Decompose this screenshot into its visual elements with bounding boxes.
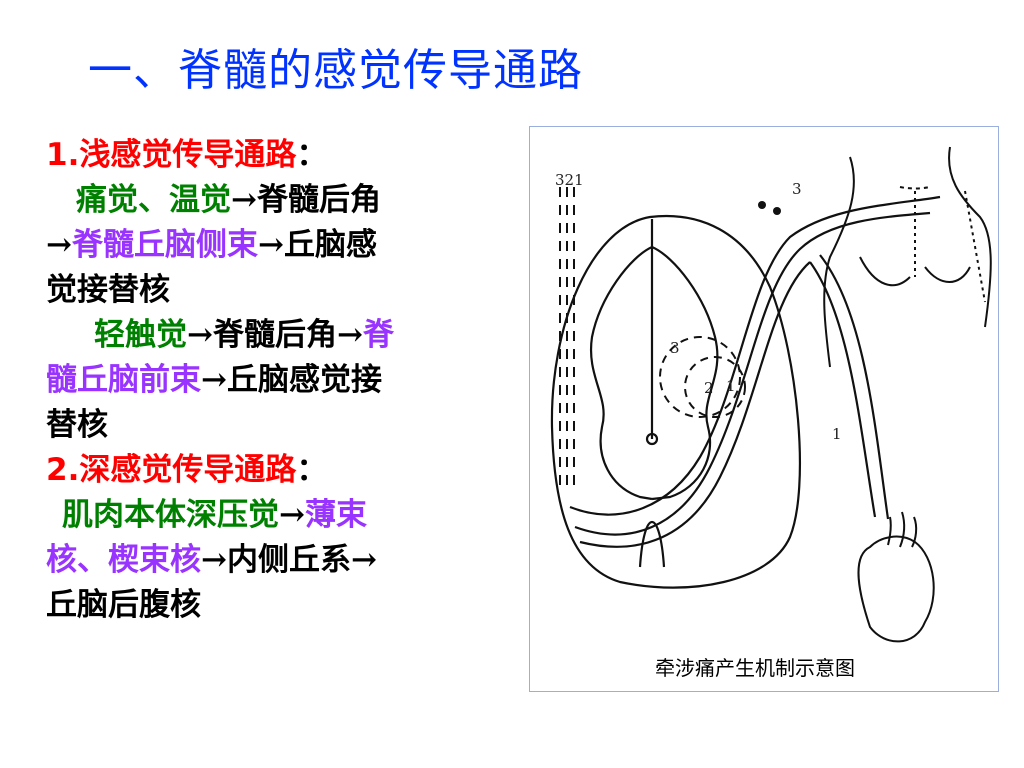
arrow: → bbox=[257, 227, 284, 263]
dorsal-horn-label: 脊髓后角 bbox=[212, 317, 337, 353]
gracile-label: 薄束 bbox=[304, 497, 367, 533]
circle-label-1: 1 bbox=[726, 377, 736, 395]
convergence-circle-2 bbox=[684, 356, 746, 418]
central-canal bbox=[645, 432, 659, 446]
fiber-numbers-label: 321 bbox=[555, 171, 584, 189]
deep-pressure-label: 肌肉本体深压觉 bbox=[62, 497, 279, 533]
heading-colon: ： bbox=[296, 137, 328, 173]
arrow: → bbox=[336, 317, 363, 353]
spinal-cord-diagram bbox=[550, 146, 992, 643]
grey-matter-right bbox=[651, 245, 719, 501]
deep-pressure-line: 肌肉本体深压觉→薄束 bbox=[46, 493, 506, 538]
grey-matter-left bbox=[589, 245, 653, 501]
skin-fiber-label: 3 bbox=[792, 180, 802, 198]
nerve-fibers bbox=[569, 195, 941, 548]
arrow: → bbox=[279, 497, 305, 533]
arrow: → bbox=[231, 182, 257, 218]
light-touch-line: 轻触觉→脊髓后角→脊 bbox=[46, 313, 506, 358]
superficial-heading: 1.浅感觉传导通路 bbox=[46, 137, 297, 173]
spinal-cord-outline bbox=[550, 214, 802, 589]
medial-lemniscus-label: 内侧丘系 bbox=[226, 542, 351, 578]
heading-colon: ： bbox=[296, 452, 328, 488]
pathway-text: 1.浅感觉传导通路： 痛觉、温觉→脊髓后角 →脊髓丘脑侧束→丘脑感 觉接替核 轻… bbox=[46, 133, 506, 628]
arrow: → bbox=[187, 317, 213, 353]
circle-label-3: 3 bbox=[670, 339, 680, 357]
arrow: → bbox=[201, 362, 227, 398]
arrow: → bbox=[46, 227, 72, 263]
anterior-spinothalamic-tract: 髓丘脑前束 bbox=[46, 362, 201, 398]
anterior-tract-line: 髓丘脑前束→丘脑感觉接 bbox=[46, 358, 506, 403]
convergence-circle bbox=[659, 336, 741, 418]
thalamus-sensory-label: 丘脑感觉接 bbox=[226, 362, 382, 398]
skin-receptors bbox=[758, 201, 781, 215]
thalamus-sensory-label: 丘脑感 bbox=[283, 227, 377, 263]
pain-temp-line: 痛觉、温觉→脊髓后角 bbox=[46, 178, 506, 223]
relay-nucleus-line-2: 替核 bbox=[46, 403, 506, 448]
dorsal-horn-label: 脊髓后角 bbox=[256, 182, 381, 218]
relay-nucleus-label: 替核 bbox=[46, 407, 108, 443]
torso-outline bbox=[823, 146, 992, 368]
vpl-line: 丘脑后腹核 bbox=[46, 583, 506, 628]
visceral-fiber-label: 1 bbox=[832, 425, 842, 443]
lateral-tract-line: →脊髓丘脑侧束→丘脑感 bbox=[46, 223, 506, 268]
anterior-notch bbox=[638, 520, 666, 568]
gracile-cuneate-nuclei: 核、楔束核 bbox=[46, 542, 201, 578]
heart-drawing bbox=[857, 511, 935, 643]
circle-label-2: 2 bbox=[704, 379, 714, 397]
deep-heading-line: 2.深感觉传导通路： bbox=[46, 448, 506, 493]
nuclei-line: 核、楔束核→内侧丘系→ bbox=[46, 538, 506, 583]
lateral-spinothalamic-tract: 脊髓丘脑侧束 bbox=[71, 227, 258, 263]
dashed-tracts bbox=[559, 187, 575, 487]
pain-temperature-label: 痛觉、温觉 bbox=[76, 182, 231, 218]
slide-title: 一、脊髓的感觉传导通路 bbox=[88, 45, 583, 96]
arrow: → bbox=[350, 542, 377, 578]
light-touch-label: 轻触觉 bbox=[94, 317, 187, 353]
superficial-heading-line: 1.浅感觉传导通路： bbox=[46, 133, 506, 178]
ventral-posterior-nucleus-label: 丘脑后腹核 bbox=[46, 587, 201, 623]
deep-heading: 2.深感觉传导通路 bbox=[46, 452, 297, 488]
relay-nucleus-label: 觉接替核 bbox=[46, 272, 170, 308]
anterior-tract-part1: 脊 bbox=[362, 317, 394, 353]
relay-nucleus-line: 觉接替核 bbox=[46, 268, 506, 313]
figure-caption: 牵涉痛产生机制示意图 bbox=[655, 656, 855, 680]
arrow: → bbox=[201, 542, 227, 578]
referred-pain-figure: 321 3 3 2 1 1 牵涉痛产生机制示意图 bbox=[529, 126, 999, 692]
